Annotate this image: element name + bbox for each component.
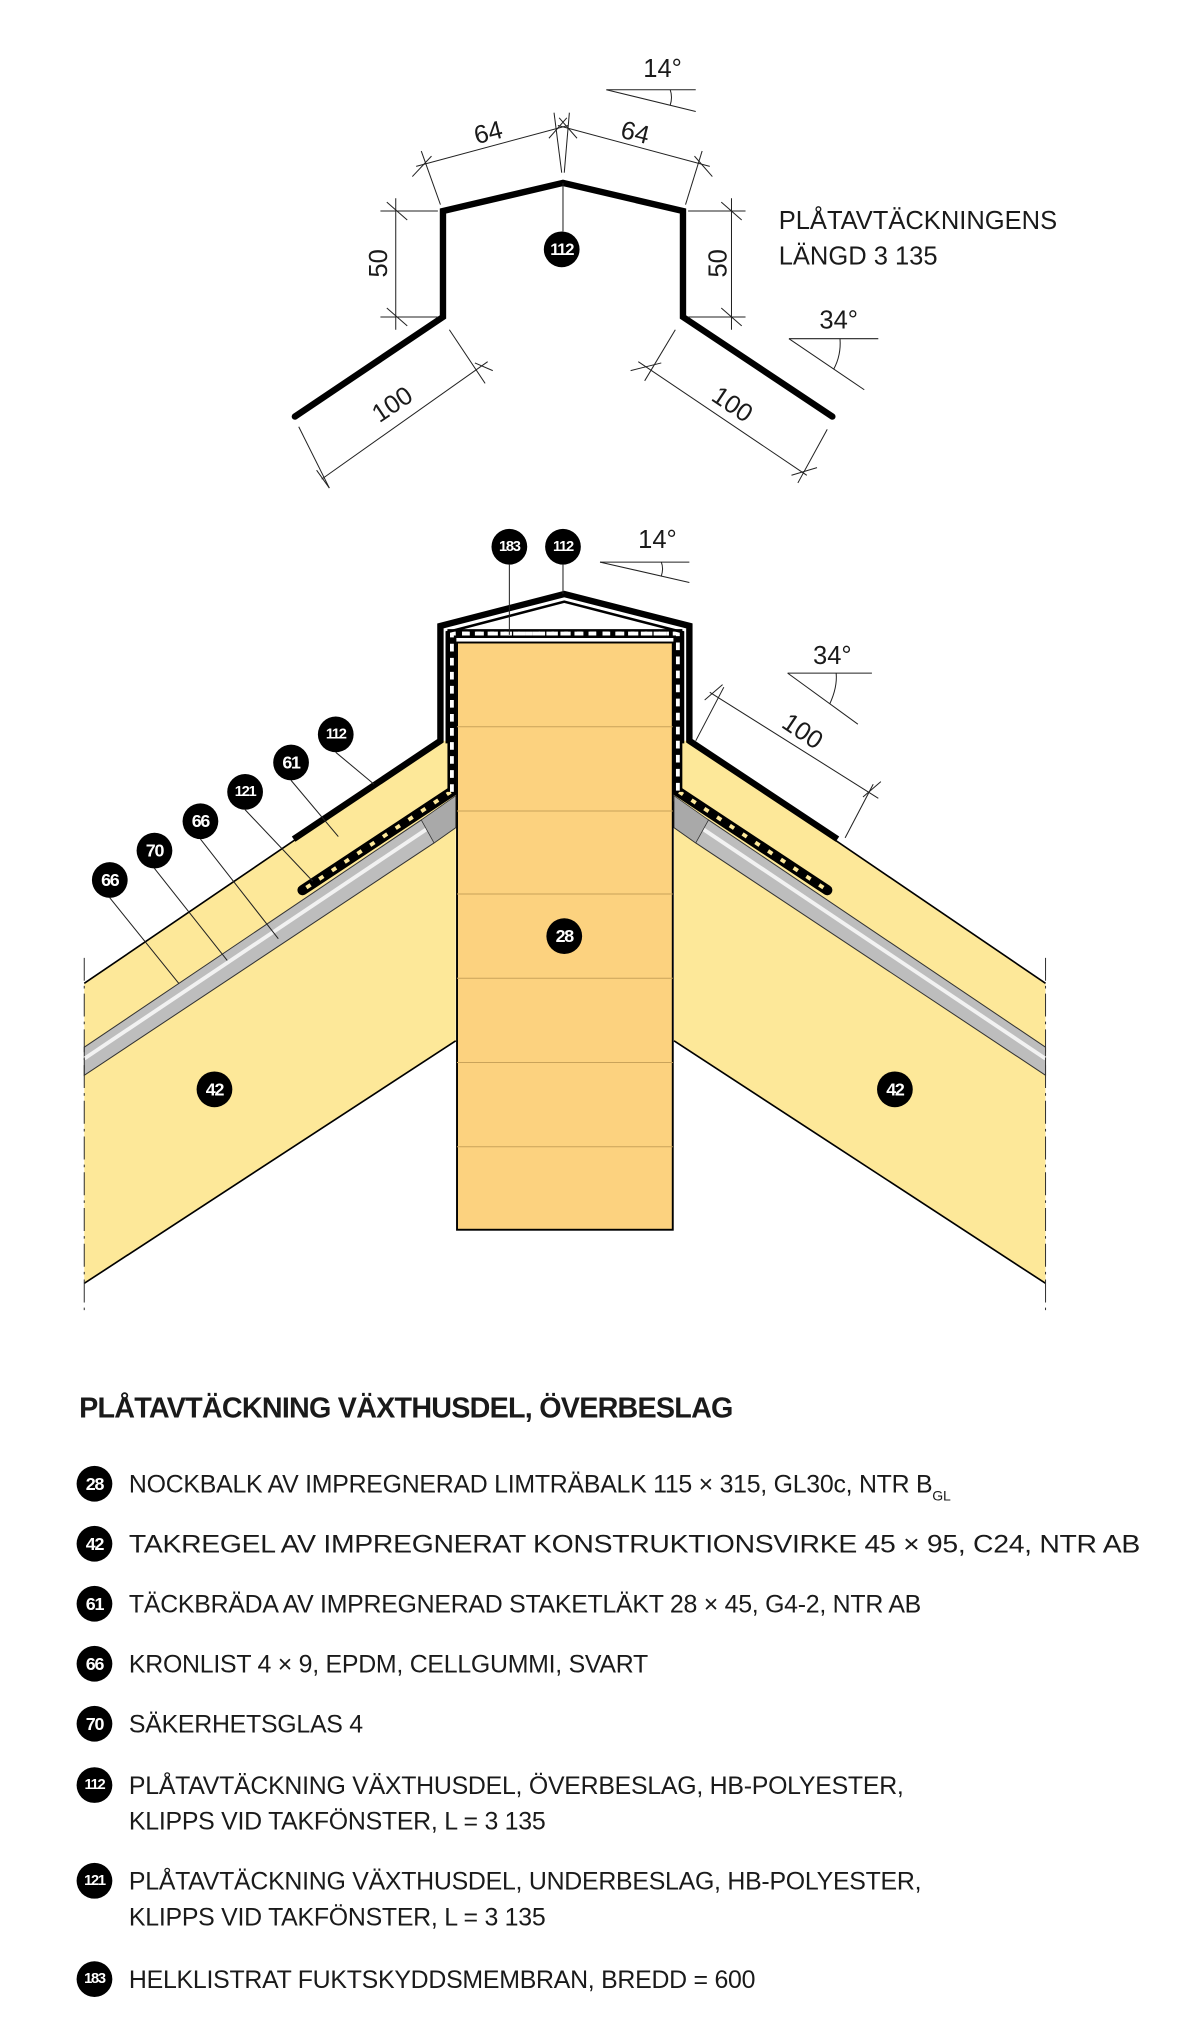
svg-text:42: 42 [86,1534,105,1554]
angle-label: 14° [643,55,682,83]
legend-item-183: 183 HELKLISTRAT FUKTSKYDDSMEMBRAN, BREDD… [76,1961,755,1997]
legend: PLÅTAVTÄCKNING VÄXTHUSDEL, ÖVERBESLAG 28… [76,1391,1140,1997]
legend-item-66: 66 KRONLIST 4 × 9, EPDM, CELLGUMMI, SVAR… [76,1645,648,1682]
badge-61: 61 [273,744,309,781]
ridge-section: 183 112 66 70 66 121 61 112 28 42 42 14°… [83,526,1045,1316]
badge-112: 112 [543,231,580,268]
angle-34-symbol [787,672,872,725]
dim-label: 100 [707,381,758,428]
dimension-50-left [380,198,438,330]
dim-label: 64 [618,116,652,150]
svg-text:61: 61 [282,753,301,773]
svg-text:PLÅTAVTÄCKNING VÄXTHUSDEL, UND: PLÅTAVTÄCKNING VÄXTHUSDEL, UNDERBESLAG, … [129,1866,921,1896]
svg-text:70: 70 [146,841,165,861]
dimension-64-left [411,112,569,205]
svg-text:112: 112 [553,539,574,555]
badge-66: 66 [91,862,128,898]
svg-text:61: 61 [86,1594,105,1614]
legend-item-70: 70 SÄKERHETSGLAS 4 [76,1705,364,1742]
svg-text:42: 42 [206,1079,225,1099]
dim-label: 64 [471,116,505,150]
profile-outline [291,179,836,420]
svg-text:28: 28 [86,1474,105,1494]
overflashing-112 [291,590,840,842]
badge-112: 112 [545,528,581,565]
angle-label: 34° [813,642,852,670]
legend-item-61: 61 TÄCKBRÄDA AV IMPREGNERAD STAKETLÄKT 2… [76,1585,921,1622]
svg-text:66: 66 [101,870,120,890]
svg-text:KLIPPS VID TAKFÖNSTER, L = 3 1: KLIPPS VID TAKFÖNSTER, L = 3 135 [129,1808,546,1836]
svg-text:112: 112 [85,1777,106,1793]
length-note-line2: LÄNGD 3 135 [779,243,938,271]
svg-text:KLIPPS VID TAKFÖNSTER, L = 3 1: KLIPPS VID TAKFÖNSTER, L = 3 135 [129,1903,546,1931]
angle-label: 14° [638,526,677,554]
badge-112: 112 [317,716,354,753]
badge-183: 183 [491,528,528,565]
legend-item-28: 28 NOCKBALK AV IMPREGNERAD LIMTRÄBALK 11… [76,1465,951,1504]
kronlist-66 [420,794,457,844]
svg-text:PLÅTAVTÄCKNING VÄXTHUSDEL, ÖVE: PLÅTAVTÄCKNING VÄXTHUSDEL, ÖVERBESLAG, H… [129,1770,904,1800]
svg-text:112: 112 [550,240,574,259]
dim-label: 100 [367,381,418,428]
svg-text:70: 70 [86,1714,105,1734]
membrane-183 [447,629,683,792]
dim-label: 50 [704,249,732,277]
svg-text:66: 66 [86,1654,105,1674]
flashing-profile: 112 64 64 50 50 [291,55,1057,489]
legend-title: PLÅTAVTÄCKNING VÄXTHUSDEL, ÖVERBESLAG [79,1391,733,1424]
badge-121: 121 [227,774,263,810]
angle-14-symbol [599,561,690,584]
svg-text:28: 28 [556,926,575,946]
svg-text:TÄCKBRÄDA AV IMPREGNERAD STAKE: TÄCKBRÄDA AV IMPREGNERAD STAKETLÄKT 28 ×… [129,1591,921,1619]
svg-text:183: 183 [499,539,521,555]
dim-label: 100 [777,708,828,755]
dimension-100-left [298,329,493,489]
svg-text:121: 121 [84,1873,106,1889]
svg-text:183: 183 [84,1971,106,1987]
badge-42: 42 [196,1071,233,1108]
rafter-side [83,740,459,1316]
svg-text:42: 42 [886,1079,905,1099]
badge-70: 70 [136,832,173,869]
legend-item-112: 112 PLÅTAVTÄCKNING VÄXTHUSDEL, ÖVERBESLA… [76,1767,904,1836]
legend-item-42: 42 TAKREGEL AV IMPREGNERAT KONSTRUKTIONS… [76,1525,1140,1562]
dimension-100 [695,684,882,839]
angle-14-symbol [606,89,696,112]
dimension-64-right [557,112,713,205]
badge-28: 28 [546,918,583,954]
angle-label: 34° [819,306,858,334]
legend-item-121: 121 PLÅTAVTÄCKNING VÄXTHUSDEL, UNDERBESL… [76,1862,922,1931]
svg-text:112: 112 [326,726,347,742]
dim-label: 50 [365,249,393,277]
svg-text:66: 66 [192,811,211,831]
svg-text:KRONLIST 4 × 9, EPDM, CELLGUMM: KRONLIST 4 × 9, EPDM, CELLGUMMI, SVART [129,1651,648,1679]
badge-42: 42 [877,1071,913,1108]
dimension-100-right [630,329,828,484]
svg-text:TAKREGEL AV IMPREGNERAT KONSTR: TAKREGEL AV IMPREGNERAT KONSTRUKTIONSVIR… [129,1531,1140,1559]
dimension-50-right [688,198,746,330]
svg-text:HELKLISTRAT FUKTSKYDDSMEMBRAN,: HELKLISTRAT FUKTSKYDDSMEMBRAN, BREDD = 6… [129,1966,755,1994]
svg-text:NOCKBALK AV IMPREGNERAD LIMTRÄ: NOCKBALK AV IMPREGNERAD LIMTRÄBALK 115 ×… [129,1471,951,1504]
svg-text:SÄKERHETSGLAS 4: SÄKERHETSGLAS 4 [129,1711,363,1739]
underflashing-121 [297,785,459,896]
length-note-line1: PLÅTAVTÄCKNINGENS [779,205,1057,235]
angle-34-symbol [788,338,879,391]
svg-text:121: 121 [235,784,257,800]
badge-66: 66 [182,803,219,840]
